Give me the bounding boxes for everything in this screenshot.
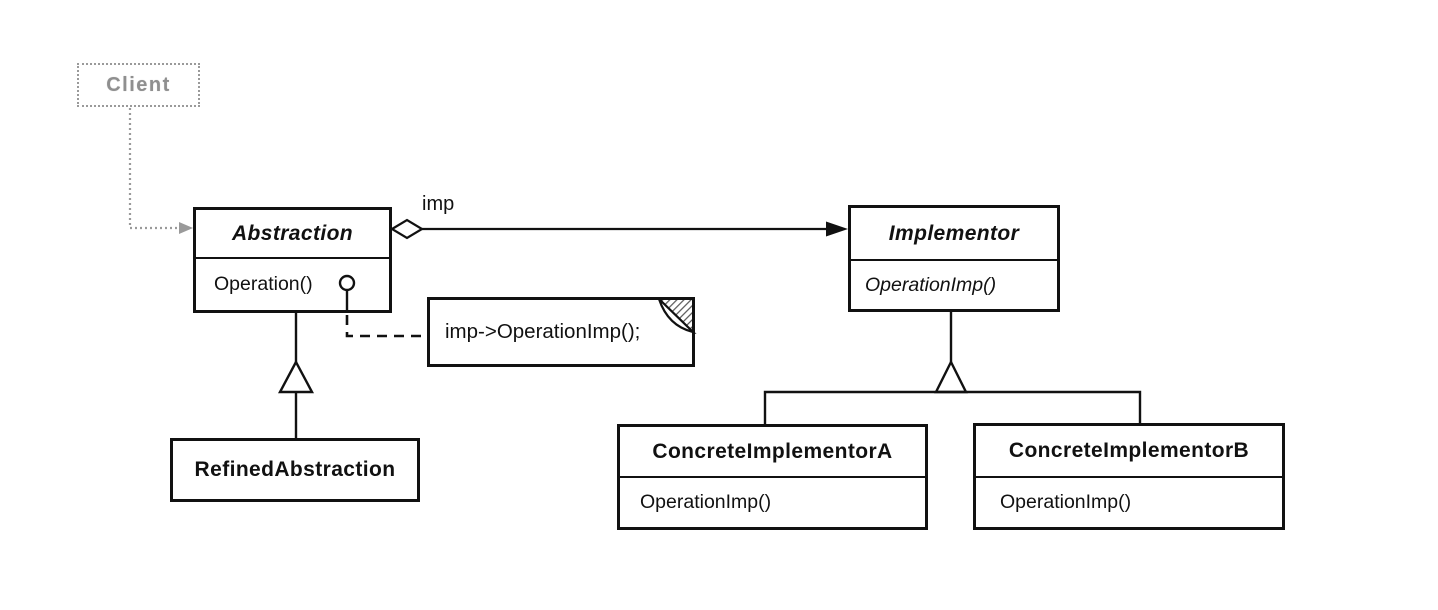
note-text: imp->OperationImp(); bbox=[445, 320, 641, 343]
inheritance-branch-line bbox=[763, 390, 1142, 424]
inheritance-triangle-implementor-icon bbox=[934, 359, 968, 394]
class-concrete-implementor-a-method: OperationImp() bbox=[640, 491, 772, 513]
class-implementor: Implementor OperationImp() bbox=[848, 205, 1060, 312]
client-dependency-line bbox=[128, 108, 184, 230]
class-concrete-implementor-a: ConcreteImplementorA OperationImp() bbox=[617, 424, 928, 530]
class-abstraction-method: Operation() bbox=[214, 273, 313, 295]
class-client-name: Client bbox=[106, 73, 171, 96]
class-refined-abstraction-name: RefinedAbstraction bbox=[194, 458, 396, 481]
class-implementor-method: OperationImp() bbox=[865, 273, 997, 296]
class-client: Client bbox=[77, 63, 200, 107]
inheritance-triangle-refined-icon bbox=[278, 359, 314, 394]
class-concrete-implementor-b-method: OperationImp() bbox=[1000, 491, 1132, 513]
class-concrete-implementor-a-name: ConcreteImplementorA bbox=[620, 427, 925, 478]
class-implementor-name: Implementor bbox=[851, 208, 1057, 261]
aggregation-arrowhead-icon bbox=[826, 221, 848, 237]
class-refined-abstraction: RefinedAbstraction bbox=[170, 438, 420, 502]
class-abstraction-name: Abstraction bbox=[196, 210, 389, 259]
aggregation-role-label: imp bbox=[422, 193, 455, 215]
note-box: imp->OperationImp(); bbox=[427, 297, 695, 367]
client-dependency-arrowhead-icon bbox=[179, 222, 193, 234]
class-abstraction: Abstraction Operation() bbox=[193, 207, 392, 313]
aggregation-diamond-icon bbox=[389, 218, 425, 240]
note-dashed-line bbox=[345, 315, 426, 338]
class-concrete-implementor-b-name: ConcreteImplementorB bbox=[976, 426, 1282, 478]
class-concrete-implementor-b: ConcreteImplementorB OperationImp() bbox=[973, 423, 1285, 530]
